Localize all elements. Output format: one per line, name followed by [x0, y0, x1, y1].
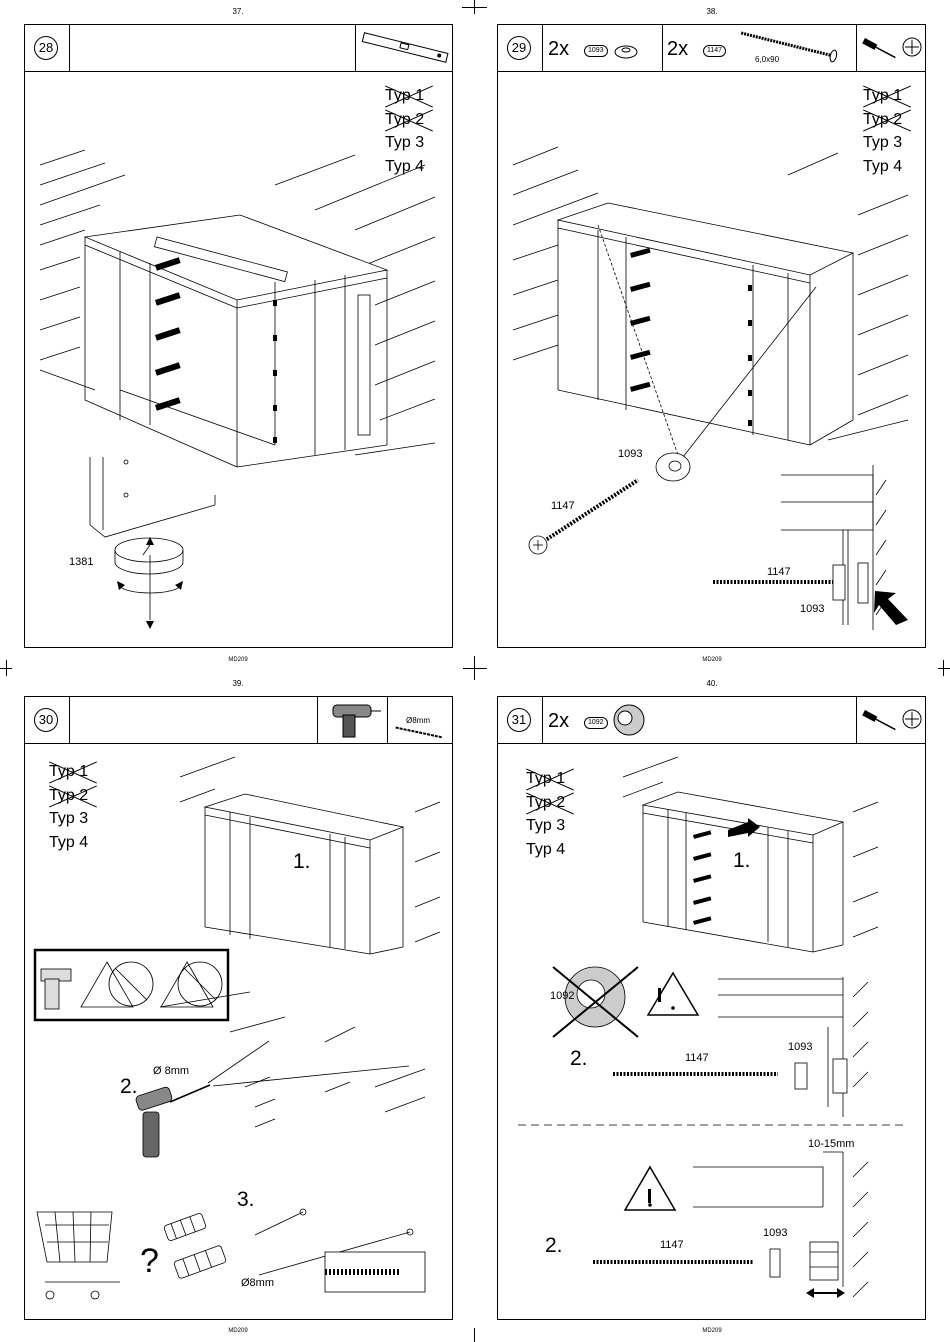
part-number-label: 1093	[763, 1227, 787, 1239]
cabinet-illustration	[498, 25, 927, 649]
part-number-label: 1093	[788, 1041, 812, 1053]
step-panel-31: 31 2x 1092 Typ 1 Typ 2 Typ 3 Typ 4	[497, 696, 926, 1320]
page-number: 39.	[218, 679, 258, 688]
crop-mark	[474, 1328, 475, 1342]
cabinet-illustration	[25, 697, 454, 1321]
crop-mark	[6, 660, 7, 676]
crop-mark	[943, 660, 944, 676]
page-number: 38.	[692, 7, 732, 16]
step-label: 2.	[545, 1234, 563, 1258]
part-number-label: 1147	[767, 566, 791, 578]
step-panel-28: 28 Typ 1 Typ 2 Typ 3 Typ 4	[24, 24, 453, 648]
page-number: 40.	[692, 679, 732, 688]
crop-mark	[938, 668, 950, 669]
drill-size-label: Ø 8mm	[153, 1065, 189, 1077]
page-number: 37.	[218, 7, 258, 16]
step-label: 1.	[733, 849, 751, 873]
step-panel-29: 29 2x 1093 2x 1147 6,0x90 Typ 1 Typ 2 Ty…	[497, 24, 926, 648]
part-number-label: 1093	[618, 448, 642, 460]
gap-label: 10-15mm	[808, 1138, 854, 1150]
step-label: 1.	[293, 850, 311, 874]
page-footer: MD209	[692, 1328, 732, 1334]
dowel-size-label: Ø8mm	[241, 1277, 274, 1289]
part-number-label: 1092	[550, 990, 574, 1002]
part-number-label: 1147	[685, 1052, 709, 1064]
page-footer: MD209	[692, 657, 732, 663]
step-label: 3.	[237, 1188, 255, 1212]
crop-mark	[463, 668, 487, 669]
page-footer: MD209	[218, 657, 258, 663]
part-number-label: 1147	[551, 500, 575, 512]
question-mark: ?	[140, 1242, 159, 1281]
step-label: 2.	[570, 1047, 588, 1071]
step-label: 2.	[120, 1075, 138, 1099]
part-number-label: 1381	[69, 556, 93, 568]
part-number-label: 1147	[660, 1239, 684, 1251]
step-panel-30: 30 Ø8mm Typ 1 Typ 2 Typ 3 Typ 4	[24, 696, 453, 1320]
crop-mark	[462, 7, 487, 8]
part-number-label: 1093	[800, 603, 824, 615]
cabinet-illustration	[498, 697, 927, 1321]
page-footer: MD209	[218, 1328, 258, 1334]
